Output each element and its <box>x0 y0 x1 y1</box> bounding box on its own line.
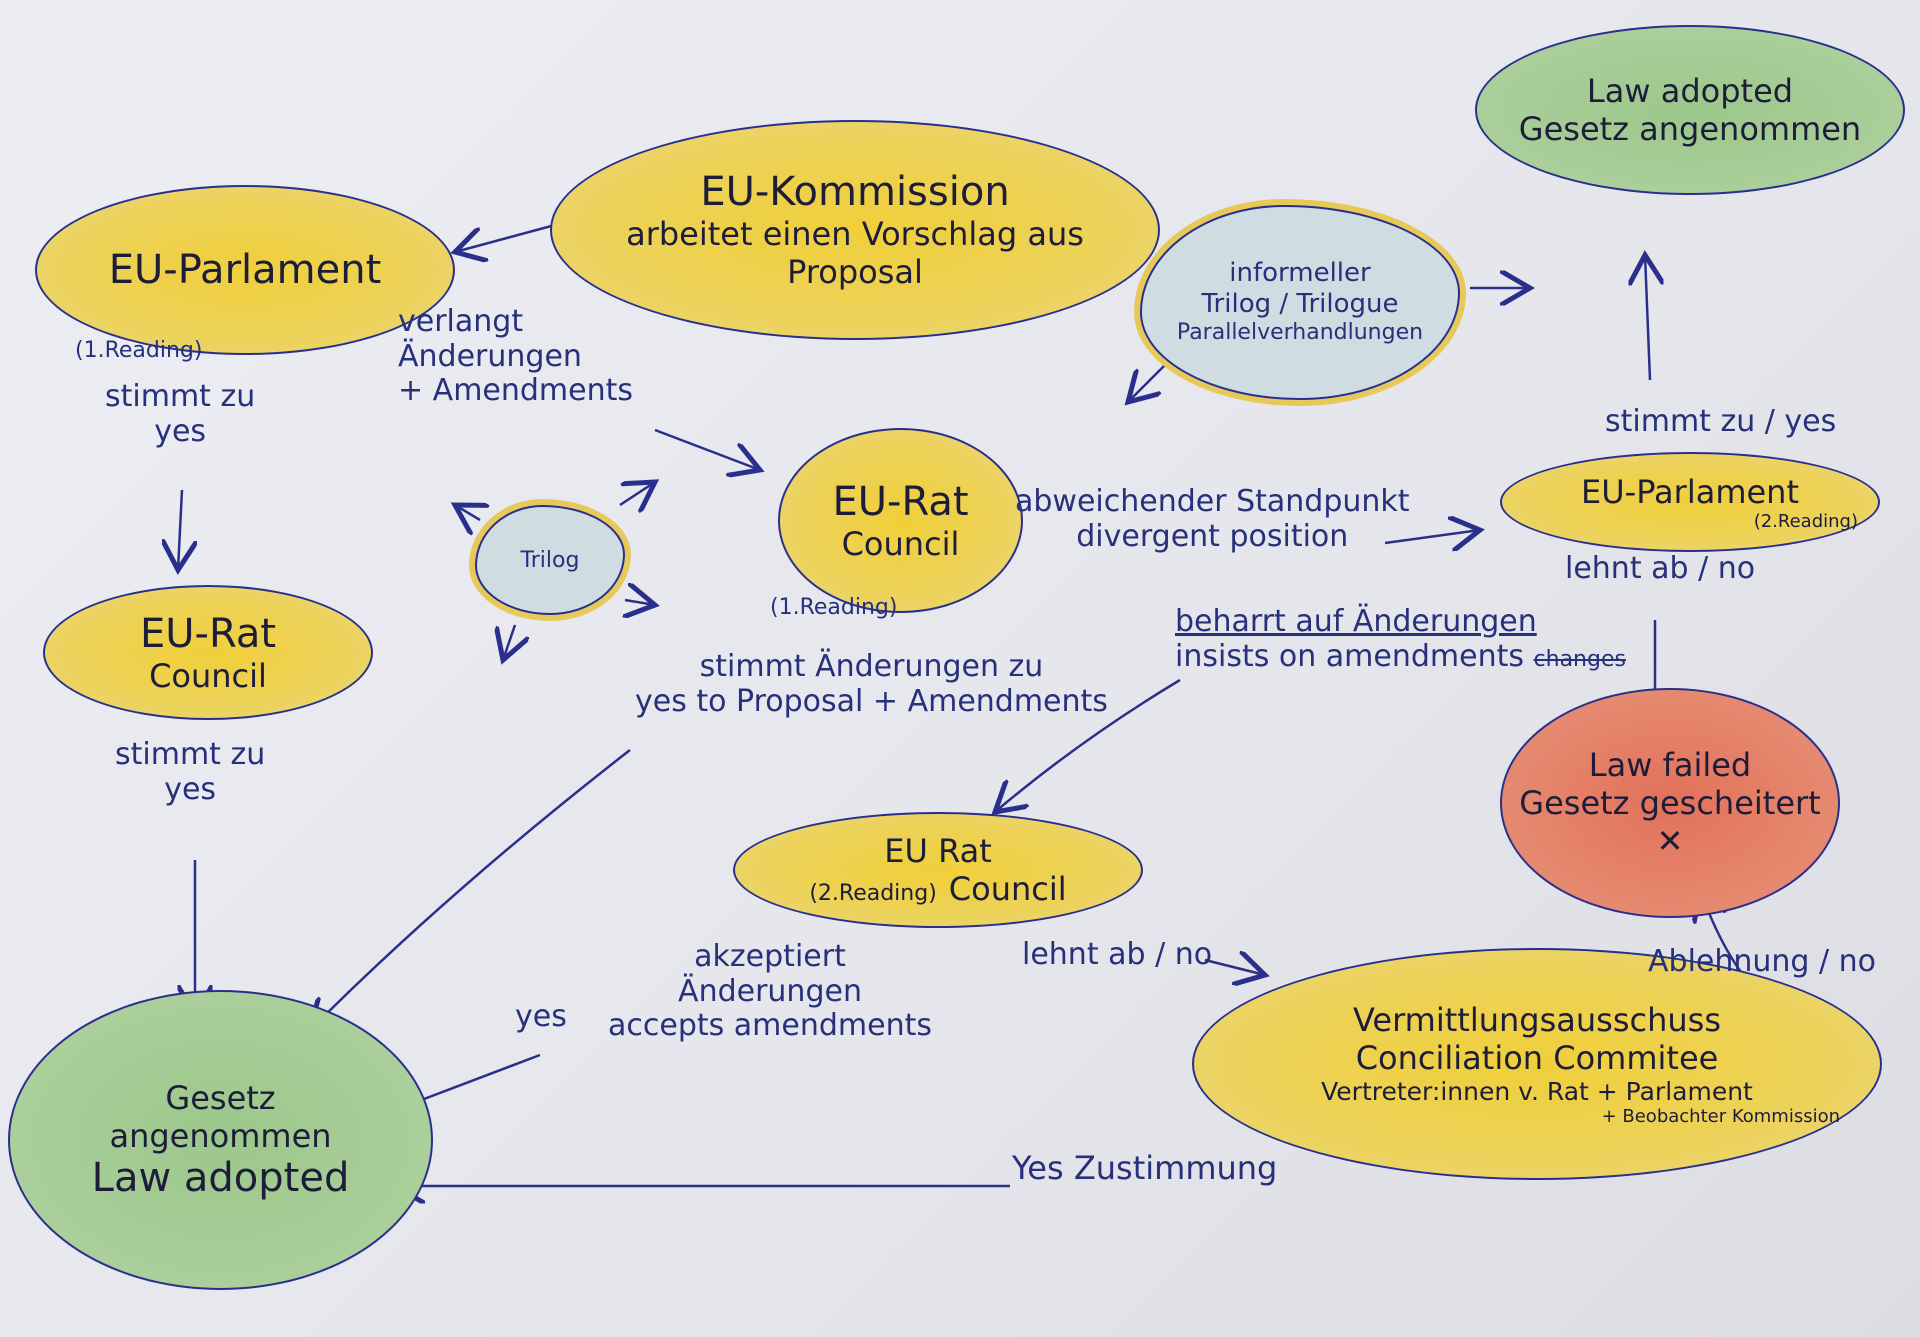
label-insists-2-row: insists on amendments changes <box>1175 638 1626 675</box>
law-left-line3: Law adopted <box>91 1155 350 1201</box>
council-second-title: EU Rat <box>884 832 992 870</box>
council-center-subtitle: Council <box>841 524 960 563</box>
arrow-divergent-to-parliament2 <box>1384 530 1480 543</box>
conciliation-line3: Vertreter:innen v. Rat + Parlament <box>1321 1077 1753 1106</box>
label-insists: beharrt auf Änderungen insists on amendm… <box>1175 604 1626 675</box>
label-accepts-amendments: akzeptiert Änderungen accepts amendments <box>608 939 933 1044</box>
law-failed-line2: Gesetz gescheitert <box>1519 784 1821 822</box>
arrow-parliament2-to-law-adopted <box>1645 255 1650 381</box>
label-parliament-yes-2: yes <box>154 413 207 449</box>
law-failed-line1: Law failed <box>1588 746 1752 784</box>
law-right-line1: Law adopted <box>1586 72 1794 110</box>
conciliation-line4: + Beobachter Kommission <box>1601 1106 1840 1127</box>
label-accepts-2: Änderungen <box>678 973 862 1009</box>
label-parliament2-no: lehnt ab / no <box>1565 551 1756 586</box>
node-law-failed: Law failed Gesetz gescheitert ✕ <box>1500 688 1840 918</box>
arrow-trilog-lr <box>625 600 655 605</box>
node-conciliation-committee: Vermittlungsausschuss Conciliation Commi… <box>1192 948 1882 1180</box>
council-second-subtitle: Council <box>948 870 1067 908</box>
conciliation-line1: Vermittlungsausschuss <box>1352 1001 1721 1039</box>
cloud-trilog: Trilog <box>475 505 625 615</box>
label-amend-3: + Amendments <box>398 373 634 408</box>
parliament-first-note: (1.Reading) <box>75 338 203 363</box>
commission-title: EU-Kommission <box>700 169 1010 215</box>
commission-line1: arbeitet einen Vorschlag aus <box>626 215 1084 253</box>
arrow-trilog-ul <box>455 505 480 520</box>
label-insists-1: beharrt auf Änderungen <box>1175 604 1537 639</box>
informal-text: informeller Trilog / Trilogue Parallelve… <box>1177 258 1423 347</box>
label-council-center-yes-2: yes to Proposal + Amendments <box>635 683 1108 719</box>
label-council-yes: stimmt zu yes <box>115 737 266 807</box>
arrow-trilog-ur <box>619 482 655 505</box>
law-left-line1: Gesetz <box>165 1079 276 1117</box>
arrow-insists-to-council2 <box>995 678 1181 812</box>
council-second-row: (2.Reading) Council <box>809 870 1066 908</box>
conciliation-line2: Conciliation Commitee <box>1355 1039 1719 1077</box>
node-law-adopted-right: Law adopted Gesetz angenommen <box>1475 25 1905 195</box>
arrow-commission-to-parliament <box>455 223 556 252</box>
parliament-first-title: EU-Parlament <box>108 247 382 293</box>
label-council-center-yes-1: stimmt Änderungen zu <box>699 649 1044 684</box>
label-amend-1: verlangt <box>398 304 524 339</box>
council-center-title: EU-Rat <box>832 478 969 525</box>
label-parliament2-yes: stimmt zu / yes <box>1605 404 1837 439</box>
cloud-informal-trilog: informeller Trilog / Trilogue Parallelve… <box>1140 205 1460 400</box>
label-accepts-1: akzeptiert <box>694 939 846 974</box>
label-council-yes-1: stimmt zu <box>115 737 266 772</box>
council-second-note: (2.Reading) <box>809 881 937 906</box>
arrow-council2-to-conciliation <box>1204 960 1265 975</box>
label-conciliation-yes: Yes Zustimmung <box>1012 1149 1278 1187</box>
parliament-second-title: EU-Parlament <box>1581 472 1799 511</box>
label-parliament-yes-1: stimmt zu <box>105 379 256 414</box>
node-law-adopted-left: Gesetz angenommen Law adopted <box>8 990 433 1290</box>
informal-line3: Parallelverhandlungen <box>1176 320 1424 346</box>
arrow-trilog-ll <box>503 624 515 660</box>
node-eu-parliament-first: EU-Parlament <box>35 185 455 355</box>
node-eu-council-left: EU-Rat Council <box>43 585 373 720</box>
arrow-parliament-to-council-center <box>654 428 760 470</box>
label-parliament-amendments: verlangt Änderungen + Amendments <box>398 304 634 409</box>
parliament-second-note: (2.Reading) <box>1753 510 1858 532</box>
node-eu-parliament-second: EU-Parlament (2.Reading) <box>1500 452 1880 552</box>
arrow-council-center-to-law <box>310 749 631 1030</box>
label-yes: yes <box>515 999 567 1034</box>
label-conciliation-no: Ablehnung / no <box>1648 944 1877 979</box>
label-divergent-2: divergent position <box>1076 518 1349 554</box>
label-divergent-1: abweichender Standpunkt <box>1015 484 1410 519</box>
label-accepts-3: accepts amendments <box>608 1008 933 1043</box>
node-eu-council-center: EU-Rat Council <box>778 428 1023 613</box>
label-divergent-position: abweichender Standpunkt divergent positi… <box>1015 484 1410 554</box>
label-insists-2: insists on amendments <box>1175 638 1524 674</box>
trilog-label: Trilog <box>520 547 580 573</box>
node-eu-commission: EU-Kommission arbeitet einen Vorschlag a… <box>550 120 1160 340</box>
label-amend-2: Änderungen <box>398 338 582 374</box>
council-center-note: (1.Reading) <box>770 595 898 620</box>
commission-line2: Proposal <box>787 253 923 291</box>
council-left-title: EU-Rat <box>139 610 277 657</box>
arrow-parliament-yes-to-council <box>178 489 182 570</box>
label-council-center-yes: stimmt Änderungen zu yes to Proposal + A… <box>635 649 1108 719</box>
arrow-cloud-left <box>1128 359 1171 402</box>
informal-line1: informeller <box>1229 258 1371 289</box>
label-council-yes-2: yes <box>164 771 217 807</box>
label-parliament-yes: stimmt zu yes <box>105 379 256 449</box>
node-eu-council-second: EU Rat (2.Reading) Council <box>733 812 1143 928</box>
label-insists-struck: changes <box>1533 646 1626 672</box>
label-council2-no: lehnt ab / no <box>1022 937 1213 972</box>
law-right-line2: Gesetz angenommen <box>1518 110 1862 148</box>
informal-line2: Trilog / Trilogue <box>1201 289 1399 320</box>
cross-icon: ✕ <box>1656 822 1684 860</box>
council-left-subtitle: Council <box>149 656 267 695</box>
law-left-line2: angenommen <box>109 1117 332 1155</box>
